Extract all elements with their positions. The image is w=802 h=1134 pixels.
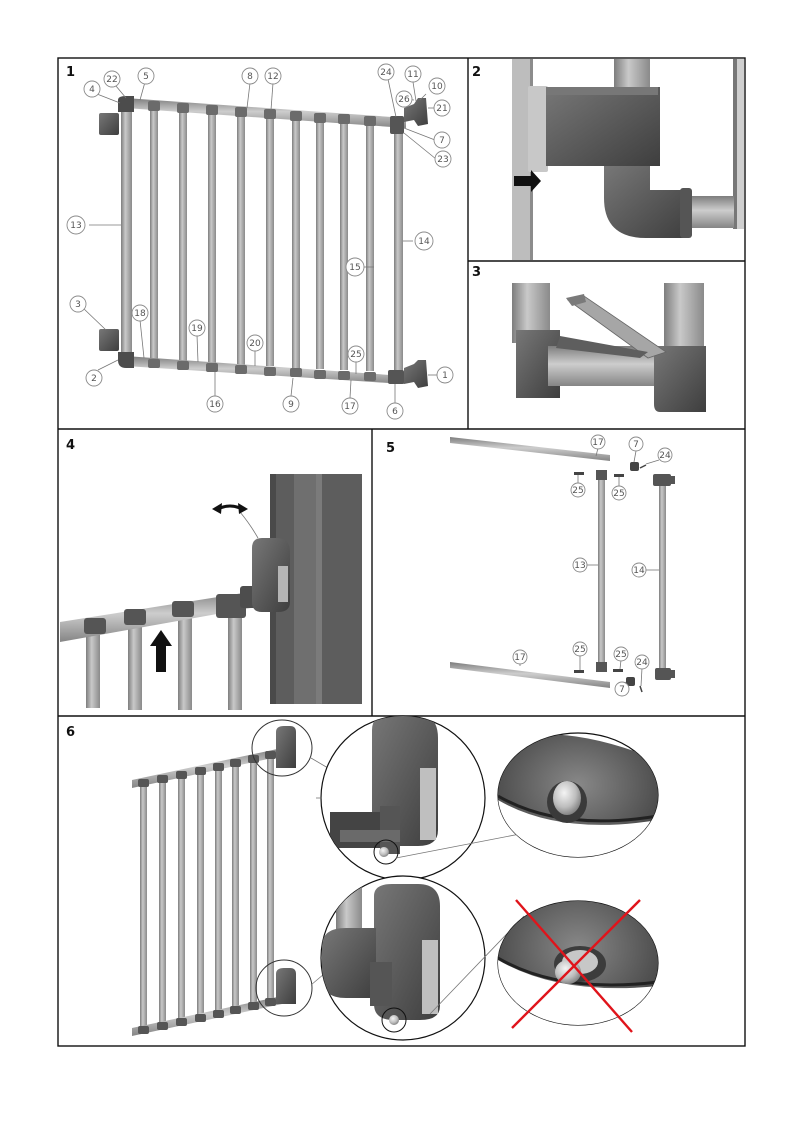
callout-18: 18: [134, 309, 146, 319]
callout-21: 21: [436, 104, 447, 114]
gate-left-post: [121, 108, 132, 366]
callout-12: 12: [267, 72, 278, 82]
panel-6-latch-check: [132, 715, 659, 1041]
arrow-right-icon: [514, 170, 541, 192]
callout-23: 23: [437, 155, 448, 165]
callout-20: 20: [249, 339, 261, 349]
callout-1: 1: [442, 371, 448, 381]
callout-5: 5: [143, 72, 149, 82]
panel-number-1: 1: [66, 65, 75, 80]
panel-4-pivot-detail: [60, 474, 362, 710]
panel-2-wall-bracket-detail: [512, 59, 744, 260]
callout-11: 11: [407, 70, 418, 80]
callout-8: 8: [247, 72, 253, 82]
part-13-post: [598, 474, 605, 670]
callout-24: 24: [380, 68, 392, 78]
p5-callout-24-top: 24: [659, 451, 671, 461]
p5-callout-25-left-bottom: 25: [574, 645, 585, 655]
bottom-right-latch: [404, 360, 428, 388]
panel-number-6: 6: [66, 725, 75, 740]
p5-callout-13: 13: [574, 561, 585, 571]
bottom-right-tee: [388, 370, 404, 384]
panel-5-callouts: 17 7 24 25 25 13 14 17 25 25 7 24: [512, 434, 673, 697]
panel-3-lever-detail: [512, 283, 706, 412]
top-right-tee: [390, 116, 404, 134]
arrow-up-icon: [150, 630, 172, 672]
callout-4: 4: [89, 85, 95, 95]
part-14-post: [659, 484, 666, 674]
p5-callout-25-left-top: 25: [572, 486, 583, 496]
callout-22: 22: [106, 75, 117, 85]
panel-number-4: 4: [66, 438, 75, 453]
callout-3: 3: [75, 300, 81, 310]
p5-callout-17-bottom: 17: [514, 653, 525, 663]
panel-6-gate: [132, 726, 296, 1036]
callout-13: 13: [70, 221, 81, 231]
panel-number-3: 3: [472, 265, 481, 280]
callout-17: 17: [344, 402, 355, 412]
p5-callout-17-top: 17: [592, 438, 603, 448]
part-17-bottom-rail: [450, 662, 610, 688]
gate-vertical-bars: [150, 110, 403, 373]
panel-number-5: 5: [386, 441, 395, 456]
bottom-left-wall-bracket: [99, 329, 119, 351]
top-left-wall-bracket: [99, 113, 119, 135]
callout-25: 25: [350, 350, 361, 360]
callout-14: 14: [418, 237, 430, 247]
p5-callout-25-right-top: 25: [613, 489, 624, 499]
callout-16: 16: [209, 400, 221, 410]
panel-5-exploded-parts: 17 7 24 25 25 13 14 17 25 25 7 24: [450, 434, 675, 697]
p5-callout-25-right-bottom: 25: [615, 650, 626, 660]
p5-callout-24-bottom: 24: [636, 658, 648, 668]
p5-callout-14: 14: [633, 566, 645, 576]
p5-callout-7-bottom: 7: [619, 685, 625, 695]
panel-number-2: 2: [472, 65, 481, 80]
callout-15: 15: [349, 263, 360, 273]
callout-2: 2: [91, 374, 97, 384]
panel-1-gate-overview: 1 2 3 4 5 6 7 8 9 10 11 12 13 14 15 16 1…: [66, 63, 454, 420]
top-right-latch: [404, 98, 428, 126]
callout-9: 9: [288, 400, 294, 410]
callout-10: 10: [431, 82, 443, 92]
cross-mark-icon: [511, 899, 641, 1033]
p5-callout-7-top: 7: [633, 440, 639, 450]
callout-6: 6: [392, 407, 398, 417]
part-17-top-rail: [450, 437, 610, 461]
callout-7: 7: [439, 136, 445, 146]
callout-26: 26: [398, 95, 410, 105]
bottom-left-elbow: [118, 352, 134, 368]
callout-19: 19: [191, 324, 203, 334]
panel-frames: [57, 57, 746, 1047]
panel-1-callouts: 1 2 3 4 5 6 7 8 9 10 11 12 13 14 15 16 1…: [66, 63, 454, 420]
top-left-elbow: [118, 96, 134, 112]
